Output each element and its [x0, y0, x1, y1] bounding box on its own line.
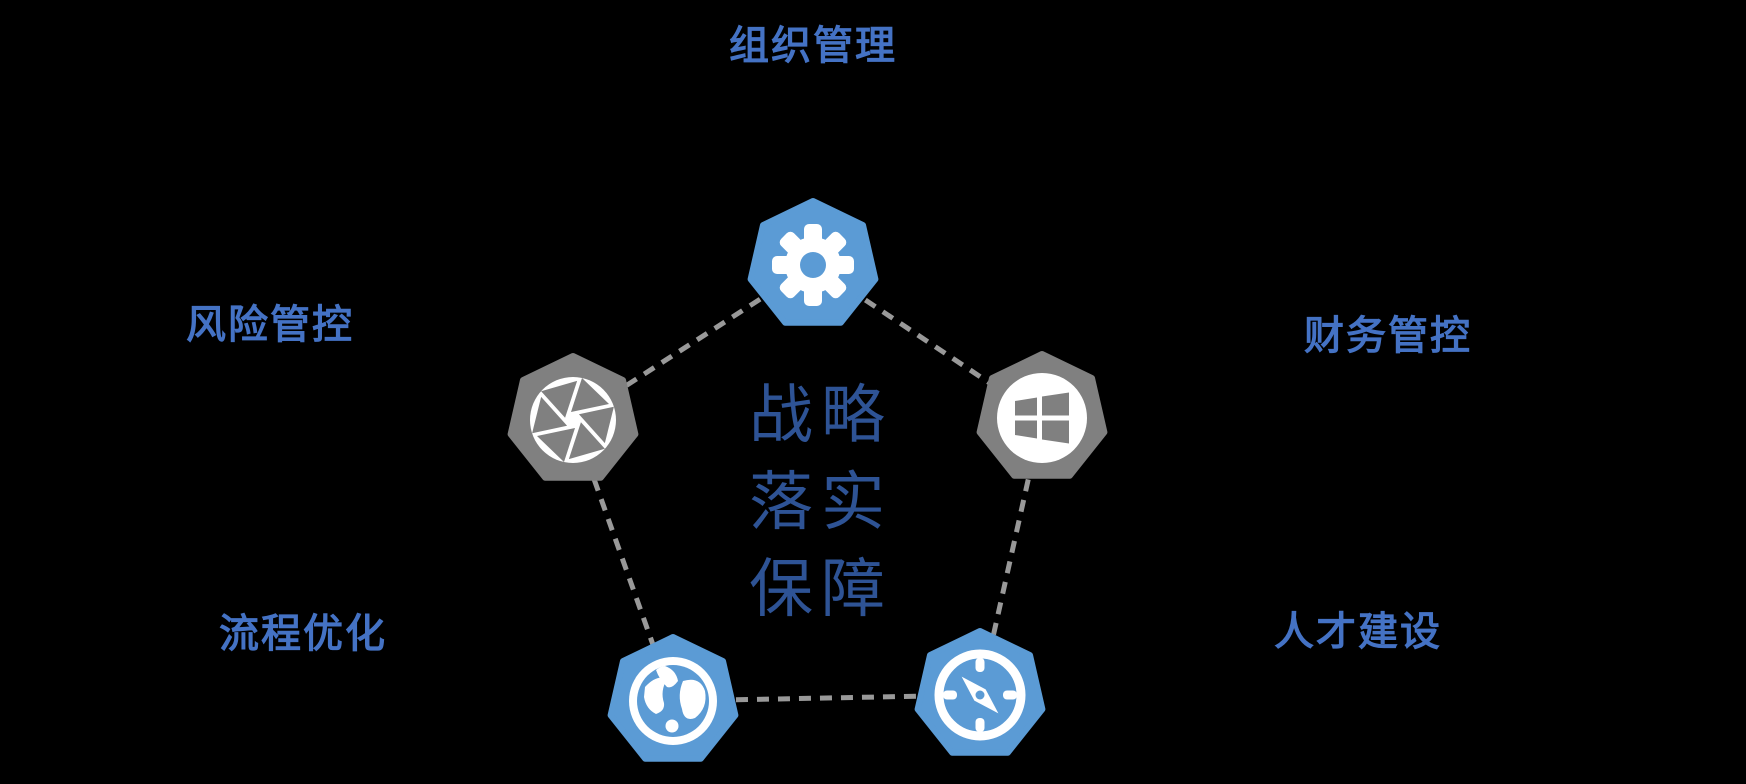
label-process: 流程优化	[219, 612, 387, 656]
organization-node	[751, 201, 876, 323]
windows-icon	[1015, 392, 1069, 444]
label-risk: 风险管控	[186, 303, 354, 347]
label-finance: 财务管控	[1304, 314, 1472, 358]
talent-node	[918, 631, 1043, 753]
windows-disc	[997, 373, 1087, 463]
aperture-icon	[532, 378, 614, 462]
center-title-line1: 战略	[749, 379, 893, 451]
label-organization: 组织管理	[729, 24, 897, 68]
finance-node	[980, 354, 1105, 476]
center-title: 战略 落实 保障	[749, 372, 893, 633]
gear-hub	[800, 252, 826, 278]
globe-icon	[644, 666, 706, 733]
center-title-line3: 保障	[749, 553, 893, 625]
label-talent: 人才建设	[1274, 610, 1442, 654]
compass-icon	[934, 649, 1026, 741]
risk-node	[511, 356, 636, 478]
process-node	[611, 637, 736, 759]
compass-needle-hub	[975, 690, 985, 700]
center-title-line2: 落实	[749, 466, 893, 538]
